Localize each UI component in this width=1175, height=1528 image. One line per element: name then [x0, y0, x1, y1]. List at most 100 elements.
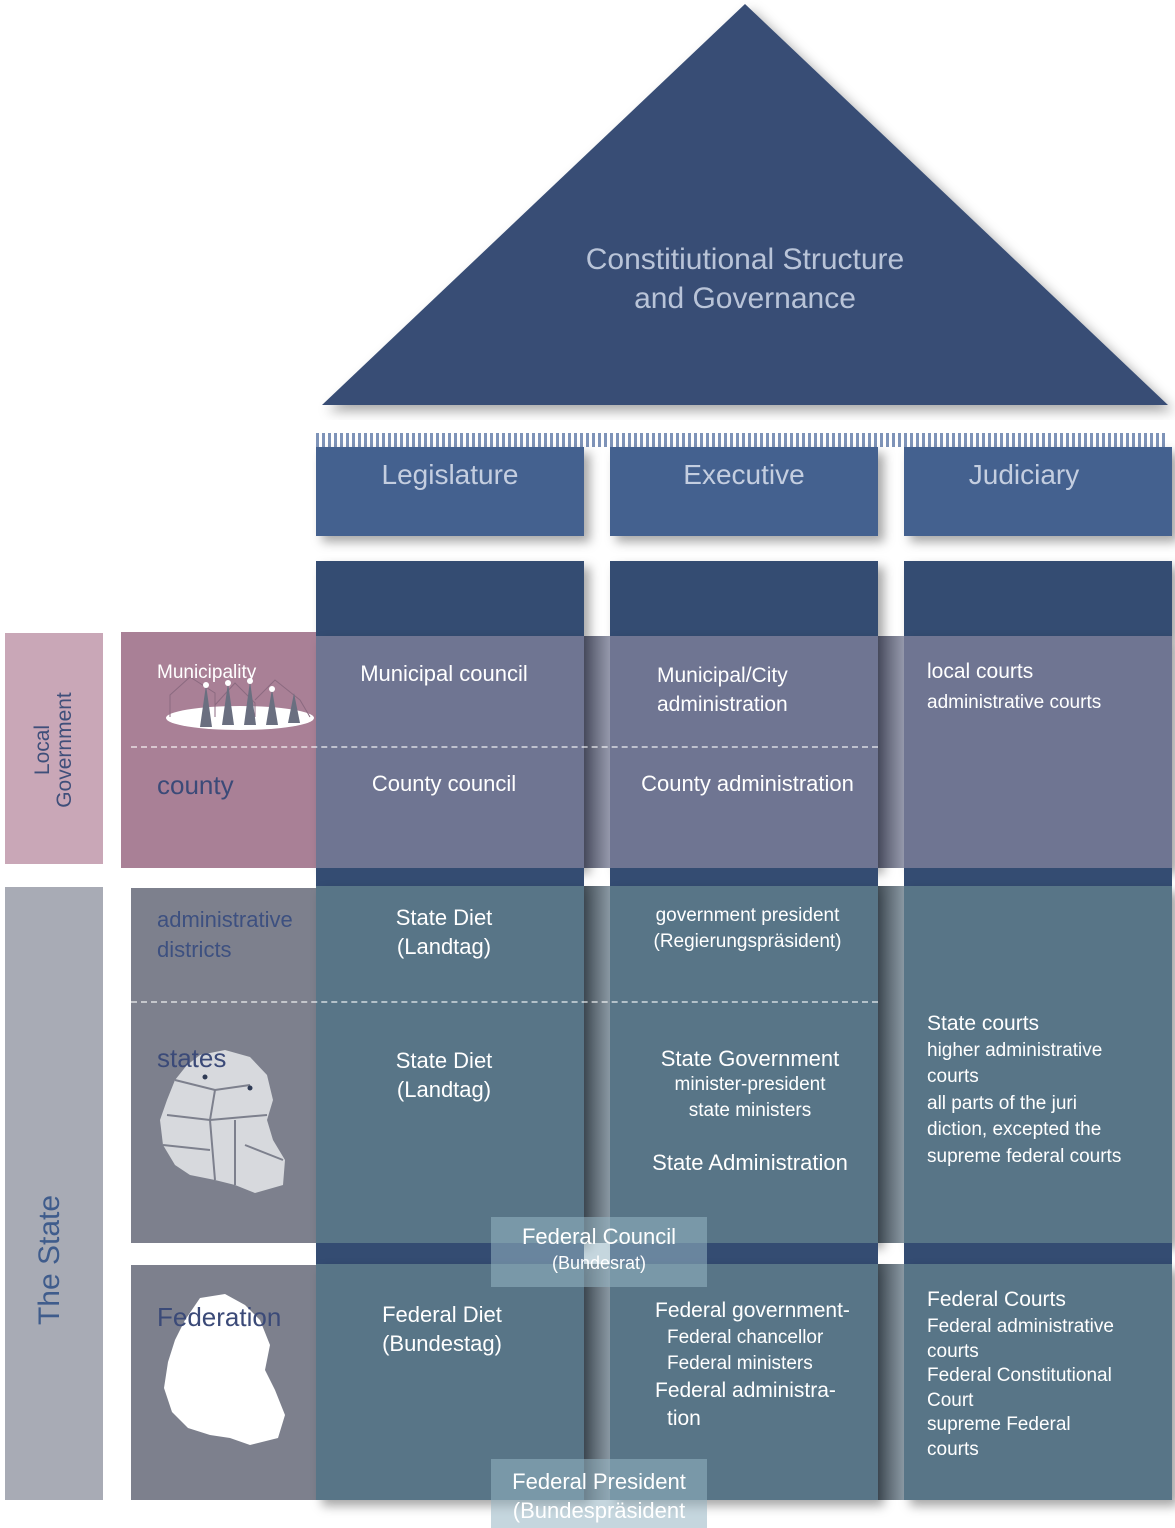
state-diet-1-line-1: State Diet [395, 905, 493, 930]
header-ticks-judiciary [880, 433, 1168, 447]
admin-districts-line-2: districts [157, 937, 232, 962]
header-judiciary-label: Judiciary [968, 459, 1080, 490]
dash-municipality-county [131, 746, 878, 748]
pillar-top-legislature [316, 561, 584, 636]
cell-county-admin: County administration [641, 771, 854, 796]
municipal-admin-line-1: Municipal/City [657, 664, 788, 687]
local-judiciary [904, 636, 1172, 868]
roof-triangle [322, 4, 1168, 405]
federation-gap-2 [878, 1264, 904, 1500]
state-executive [610, 886, 878, 1243]
federal-president-line-1: Federal President [512, 1469, 686, 1494]
federation-judiciary [904, 1264, 1172, 1500]
state-diet-2-line-2: (Landtag) [396, 1077, 492, 1102]
federal-diet-line-2: (Bundestag) [382, 1331, 502, 1356]
band-local-state-jud [904, 868, 1172, 886]
federal-government-line-3: Federal ministers [667, 1353, 813, 1374]
cell-state-administration: State Administration [652, 1150, 848, 1175]
state-government-line-1: State Government [660, 1046, 840, 1071]
local-government-label: Local Government [31, 645, 76, 855]
page-title: Constitiutional Structure and Governance [545, 240, 945, 318]
federal-council-line-1: Federal Council [521, 1224, 677, 1249]
states-map-illustration [160, 1050, 285, 1193]
local-courts-line-1: local courts [927, 660, 1034, 683]
federal-diet-line-1: Federal Diet [382, 1302, 502, 1327]
local-government-line-1: Local [31, 724, 54, 776]
header-ticks-executive [586, 433, 878, 447]
level-administrative-districts: administrative districts [157, 905, 293, 965]
cell-local-courts: local courts administrative courts [927, 656, 1101, 718]
local-gap-2 [878, 636, 904, 868]
cell-federal-diet: Federal Diet (Bundestag) [316, 1300, 568, 1358]
state-courts-line-1: State courts [927, 1012, 1040, 1035]
federal-courts-line-6: supreme Federal [927, 1414, 1071, 1435]
cell-state-government: State Government minister-president stat… [610, 1046, 890, 1124]
local-gap [584, 636, 610, 868]
local-executive [610, 636, 878, 868]
federal-council-line-2: (Bundesrat) [551, 1253, 647, 1273]
header-executive-label: Executive [683, 459, 805, 490]
federal-government-line-2: Federal chancellor [667, 1327, 824, 1348]
local-level-bg [121, 632, 316, 868]
title-line-1: Constitiutional Structure [585, 243, 905, 276]
federation-map-illustration [164, 1294, 285, 1445]
federal-courts-line-5: Court [927, 1389, 974, 1411]
band-local-state-leg [316, 868, 584, 886]
pillar-top-executive [610, 561, 878, 636]
cell-municipal-admin: Municipal/City administration [657, 661, 788, 719]
band-local-state-exe [610, 868, 878, 886]
header-judiciary: Judiciary [904, 447, 1172, 536]
title-line-2: and Governance [634, 282, 856, 315]
state-diet-2-line-1: State Diet [395, 1048, 493, 1073]
state-judiciary [904, 886, 1172, 1243]
state-courts-line-4: all parts of the juri [927, 1092, 1077, 1114]
level-federation: Federation [157, 1302, 282, 1332]
cell-federal-government: Federal government- Federal chancellor F… [655, 1297, 850, 1433]
level-municipality: Municipality [157, 662, 257, 683]
federal-president-line-2: (Bundespräsident [512, 1498, 686, 1523]
federal-courts-line-4: Federal Constitutional [927, 1365, 1112, 1386]
header-executive: Executive [610, 447, 878, 536]
federal-courts-line-1: Federal Courts [927, 1288, 1066, 1311]
state-gap [584, 886, 610, 1243]
federal-government-line-5: tion [667, 1407, 701, 1430]
federal-government-line-1: Federal government- [655, 1299, 850, 1322]
local-legislature [316, 636, 584, 868]
federal-government-line-4: Federal administra- [655, 1379, 836, 1402]
state-courts-line-6: supreme federal courts [927, 1145, 1122, 1167]
band-state-fed-jud [904, 1243, 1172, 1264]
municipal-admin-line-2: administration [657, 693, 788, 716]
state-courts-line-5: diction, excepted the [927, 1119, 1102, 1140]
level-states: states [157, 1043, 227, 1073]
state-government-line-3: state ministers [688, 1100, 812, 1121]
admin-districts-line-1: administrative [157, 907, 293, 932]
header-legislature-label: Legislature [381, 459, 519, 490]
government-president-line-2: (Regierungspräsident) [653, 931, 842, 952]
header-ticks-legislature [316, 433, 584, 447]
federal-council-box: Federal Council (Bundesrat) [491, 1217, 707, 1287]
cell-state-diet-2: State Diet (Landtag) [316, 1046, 572, 1104]
state-legislature [316, 886, 584, 1243]
government-president-line-1: government president [655, 905, 840, 926]
federal-courts-line-2: Federal administrative [927, 1316, 1114, 1337]
cell-state-diet-1: State Diet (Landtag) [316, 903, 572, 961]
local-government-bar [5, 633, 103, 864]
cell-state-courts: State courts higher administrative court… [927, 1011, 1121, 1170]
state-gap-2 [878, 886, 904, 1243]
state-courts-line-3: courts [927, 1066, 979, 1087]
header-legislature: Legislature [316, 447, 584, 536]
cell-county-council: County council [371, 771, 517, 796]
federal-courts-line-3: courts [927, 1340, 979, 1362]
the-state-label: The State [33, 1194, 66, 1326]
state-government-line-2: minister-president [674, 1074, 826, 1095]
cell-municipal-council: Municipal council [360, 661, 528, 686]
state-courts-line-2: higher administrative [927, 1039, 1103, 1061]
municipality-illustration [166, 676, 314, 730]
pillar-top-judiciary [904, 561, 1172, 636]
local-government-line-2: Government [53, 692, 76, 808]
roof [322, 4, 1168, 405]
the-state-bar [5, 887, 103, 1500]
cell-federal-courts: Federal Courts Federal administrative co… [927, 1285, 1114, 1462]
level-county: county [157, 770, 234, 800]
cell-government-president: government president (Regierungspräsiden… [610, 903, 885, 955]
